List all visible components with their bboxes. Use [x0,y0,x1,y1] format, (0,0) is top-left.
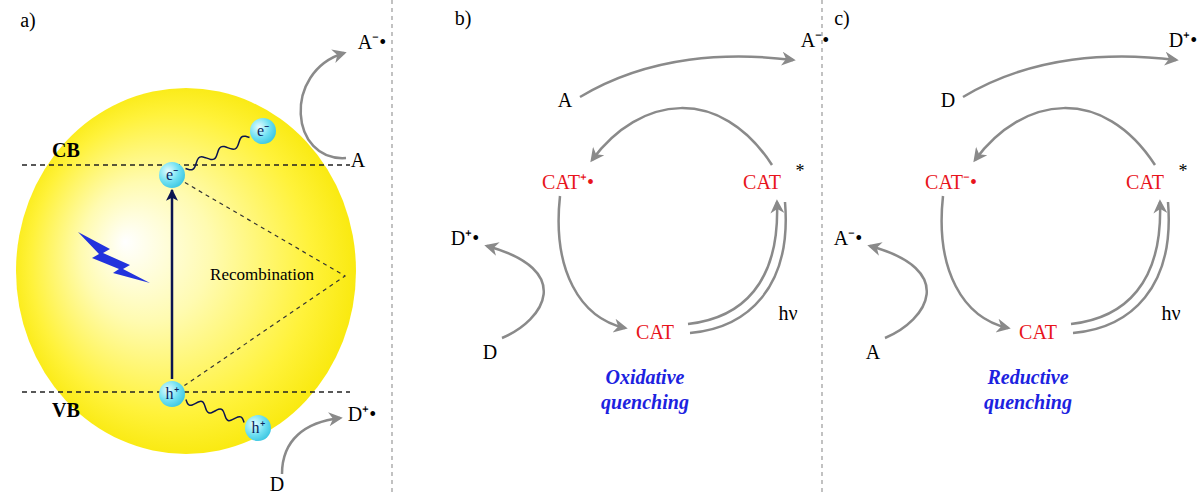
catalyst-label: CAT [1126,171,1164,193]
panel-letter: c) [834,7,850,29]
excitation-arrow-line [1073,202,1169,333]
excitation-arrow [171,190,174,379]
cycle-arrow [963,56,1176,97]
charge-migration [186,400,244,423]
species-label: A⁻• [834,227,862,249]
cycle-arrow [592,108,772,165]
excitation-arrow [688,202,777,324]
species-label: A⁻• [801,29,829,51]
species-label: D⁺• [1169,29,1197,51]
light-label: hν [778,302,797,324]
catalyst-label: CAT [743,171,781,193]
species-label: D [483,341,497,363]
cycle-arrow [580,56,793,97]
species-label: A⁻• [358,31,386,53]
reduction-arrow [301,53,346,158]
carrier-symbol: h⁺ [166,386,179,402]
catalyst-label: CAT [1019,321,1057,343]
excitation-arrow [1071,202,1160,324]
semiconductor-particle [16,88,356,454]
oxidation-arrow [282,418,340,474]
catalytic-cycle [870,56,1176,338]
band-label: VB [52,399,80,421]
band-label: CB [52,139,80,161]
excited-state-mark: * [1179,162,1188,182]
panel-divider [821,0,822,496]
species-label: A [351,149,365,171]
species-label: A [558,89,572,111]
catalyst-label: CAT⁺• [542,171,594,193]
conduction-band-line [22,164,350,165]
connector-group [172,136,345,422]
panel-divider [391,0,392,496]
redox-arrows-a [282,53,346,474]
species-label: D⁺• [348,403,376,425]
species-label: D [941,89,955,111]
species-label: D⁺• [451,227,479,249]
excitation-arrow-line [690,202,786,333]
carrier-symbol: e⁻ [257,123,269,139]
catalyst-label: CAT [636,321,674,343]
mechanism-title: Reductive quenching [963,365,1093,415]
cycle-arrow [975,108,1155,165]
electron-carrier: e⁻ [159,162,185,188]
species-label: A [866,341,880,363]
panel-letter: a) [20,9,36,31]
valence-band-line [22,391,350,392]
cycle-arrow [942,196,1008,328]
carrier-symbol: h⁺ [252,420,265,436]
carrier-symbol: e⁻ [166,167,178,183]
excited-state-mark: * [796,162,805,182]
electron-carrier: e⁻ [250,118,276,144]
panel-letter: b) [455,7,472,29]
charge-migration [186,136,250,170]
mechanism-title: Oxidative quenching [580,365,710,415]
catalyst-label: CAT⁻• [925,171,977,193]
recombination-path [184,183,345,386]
cycle-arrow [559,196,625,328]
hole-carrier: h⁺ [245,415,271,441]
light-bolt [78,232,150,283]
catalytic-cycle [487,56,793,338]
hole-carrier: h⁺ [159,381,185,407]
species-label: D [270,473,284,495]
cycle-arrow [487,246,544,338]
process-label: Recombination [210,266,314,285]
light-label: hν [1161,302,1180,324]
cycle-arrow [870,246,927,338]
